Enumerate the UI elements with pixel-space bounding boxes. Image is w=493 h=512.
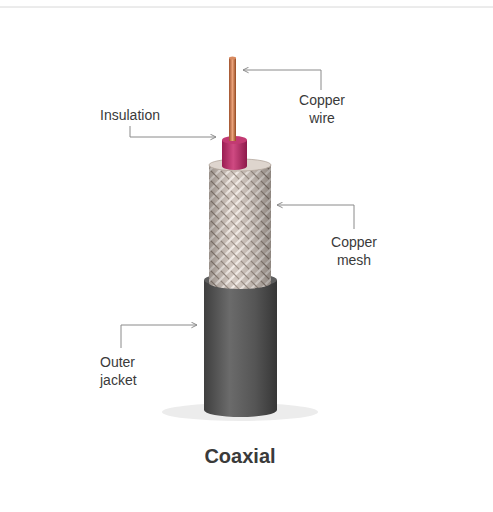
insulation	[222, 136, 247, 170]
figure-title: Coaxial	[204, 444, 275, 468]
leader-line	[243, 70, 321, 90]
leader-line	[130, 126, 216, 137]
top-rule	[0, 7, 493, 8]
part-label: Insulation	[85, 106, 175, 124]
leader-line	[121, 325, 197, 348]
part-label: Copper mesh	[319, 233, 389, 269]
part-label: Outer jacket	[100, 353, 156, 389]
part-label: Copper wire	[287, 91, 357, 127]
leader-line	[277, 205, 354, 229]
copper-mesh	[209, 159, 271, 289]
outer-jacket	[204, 273, 277, 417]
copper-wire	[229, 57, 236, 142]
